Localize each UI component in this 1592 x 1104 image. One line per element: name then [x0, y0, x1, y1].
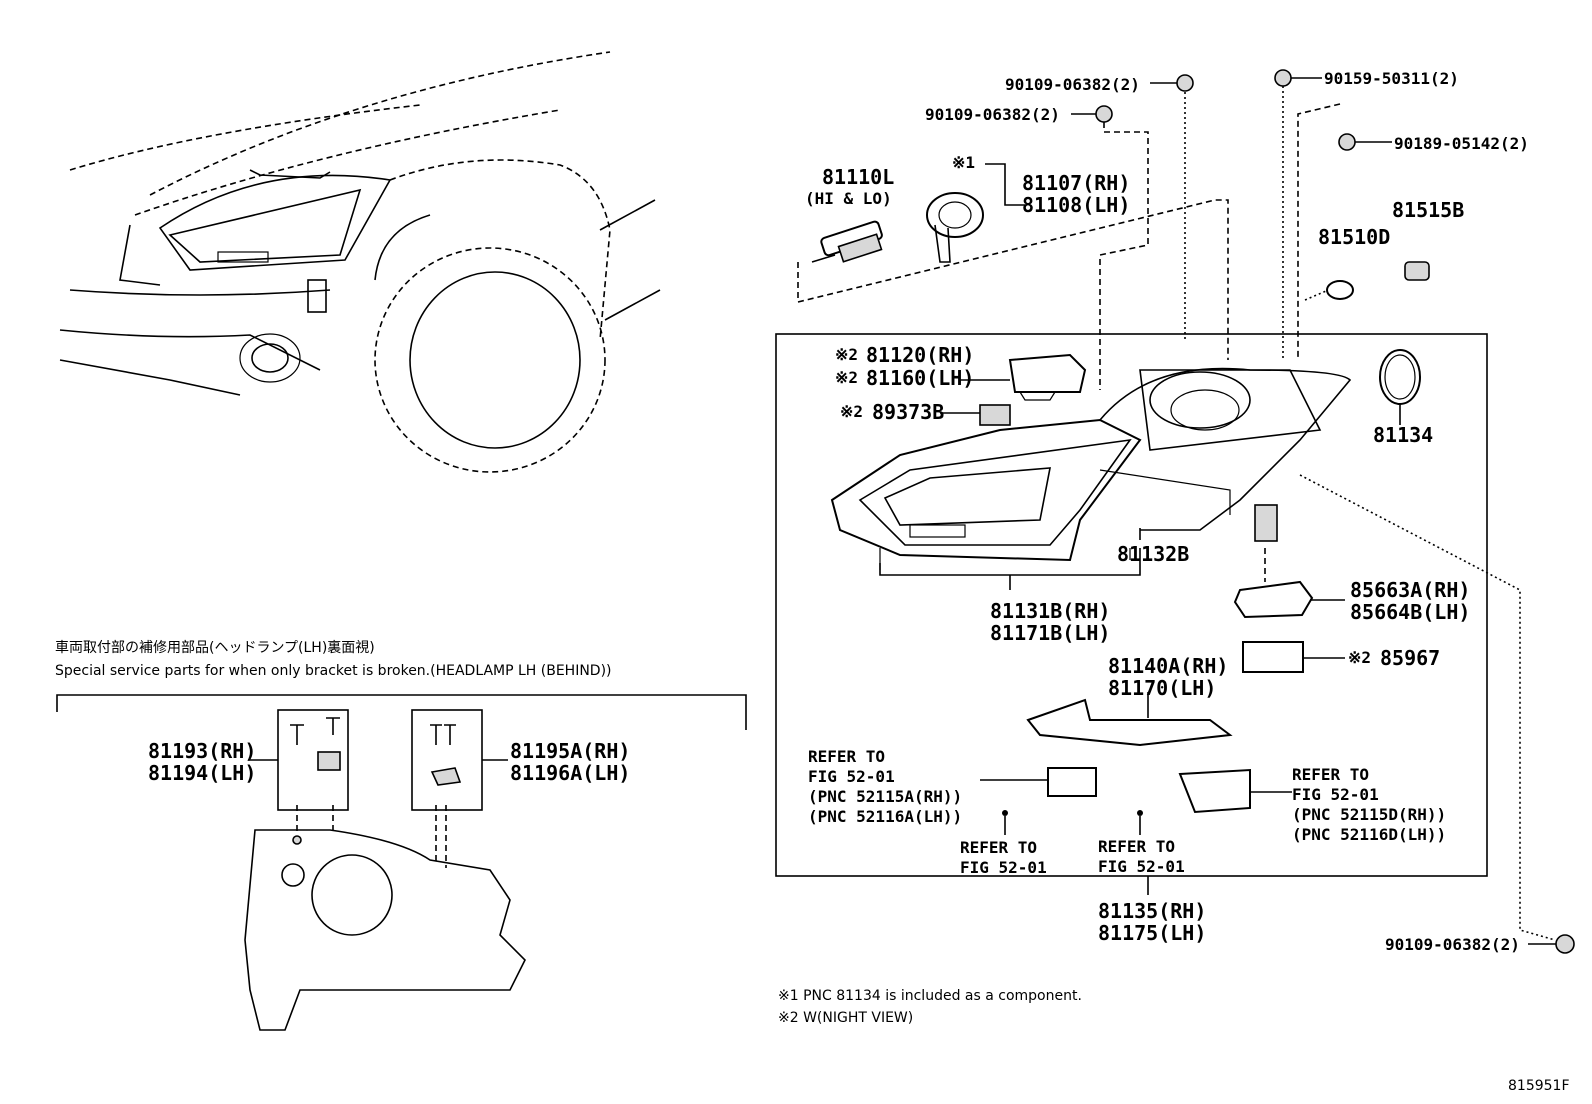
- label-81175: 81175(LH): [1098, 921, 1206, 945]
- label-81515b: 81515B: [1392, 198, 1464, 222]
- label-90189: 90189-05142(2): [1394, 134, 1529, 153]
- label-81510d: 81510D: [1318, 225, 1390, 249]
- label-90109-c: 90109-06382(2): [1385, 935, 1520, 954]
- service-note-en: Special service parts for when only brac…: [55, 663, 612, 679]
- label-81135: 81135(RH): [1098, 899, 1206, 923]
- bracket-left: [1047, 767, 1097, 797]
- ballast-85663a: [1233, 548, 1314, 619]
- refer-bottom-left-1: REFER TO: [960, 838, 1037, 857]
- gasket-81134: [1379, 349, 1421, 405]
- label-81140a: 81140A(RH): [1108, 654, 1228, 678]
- refer-right-line-1: REFER TO: [1292, 765, 1369, 784]
- refer-left-line-2: FIG 52-01: [808, 767, 895, 786]
- connector-89373b: [979, 404, 1011, 426]
- label-85664b: 85664B(LH): [1350, 600, 1470, 624]
- note-mark-2b: ※2: [835, 368, 858, 387]
- label-81193: 81193(RH): [148, 739, 256, 763]
- label-90159: 90159-50311(2): [1324, 69, 1459, 88]
- module-85967: [1242, 641, 1304, 673]
- bolt-icon: [1095, 69, 1356, 390]
- refer-bottom-left-2: FIG 52-01: [960, 858, 1047, 877]
- label-81196a: 81196A(LH): [510, 761, 630, 785]
- label-81110l: 81110L: [822, 165, 894, 189]
- refer-bottom-mid-1: REFER TO: [1098, 837, 1175, 856]
- bolt-icon: [1555, 934, 1575, 954]
- note-mark-1: ※1: [952, 153, 975, 172]
- label-81170: 81170(LH): [1108, 676, 1216, 700]
- label-81195a: 81195A(RH): [510, 739, 630, 763]
- label-81108: 81108(LH): [1022, 193, 1130, 217]
- refer-left-line-1: REFER TO: [808, 747, 885, 766]
- label-85967: 85967: [1380, 646, 1440, 670]
- label-89373b: 89373B: [872, 400, 944, 424]
- bracket-81140a: [1026, 698, 1233, 747]
- refer-right-line-2: FIG 52-01: [1292, 785, 1379, 804]
- label-81120: 81120(RH): [866, 343, 974, 367]
- label-81171b: 81171B(LH): [990, 621, 1110, 645]
- module-81120: [1008, 353, 1087, 401]
- note-mark-2c: ※2: [840, 402, 863, 421]
- vehicle-front-sketch: [59, 51, 661, 473]
- refer-left-line-3: (PNC 52115A(RH)): [808, 787, 962, 806]
- assembly-frame: [775, 333, 1488, 877]
- label-81107: 81107(RH): [1022, 171, 1130, 195]
- cap-81515b: [1404, 261, 1430, 281]
- refer-right-line-4: (PNC 52116D(LH)): [1292, 825, 1446, 844]
- footnote-1: ※1 PNC 81134 is included as a component.: [778, 988, 1082, 1004]
- service-note-jp: 車両取付部の補修用部品(ヘッドランプ(LH)裏面視): [55, 639, 375, 656]
- label-90109-b: 90109-06382(2): [925, 105, 1060, 124]
- label-81134: 81134: [1373, 423, 1433, 447]
- label-85663a: 85663A(RH): [1350, 578, 1470, 602]
- label-90109-a: 90109-06382(2): [1005, 75, 1140, 94]
- screw-icon: [290, 717, 462, 786]
- bulb-81110l: [811, 220, 883, 263]
- label-81160: 81160(LH): [866, 366, 974, 390]
- label-81132b: 81132B: [1117, 542, 1189, 566]
- figure-id: 815951F: [1508, 1078, 1570, 1094]
- label-hi-lo: (HI & LO): [805, 189, 892, 208]
- headlamp-assembly: [830, 367, 1352, 570]
- refer-left-line-4: (PNC 52116A(LH)): [808, 807, 962, 826]
- cap-81510d: [1326, 280, 1354, 300]
- footnote-2: ※2 W(NIGHT VIEW): [778, 1010, 913, 1026]
- bracket-right: [1178, 768, 1251, 814]
- note-mark-2a: ※2: [835, 345, 858, 364]
- headlamp-lh-rear: [244, 829, 526, 1031]
- refer-right-line-3: (PNC 52115D(RH)): [1292, 805, 1446, 824]
- refer-bottom-mid-2: FIG 52-01: [1098, 857, 1185, 876]
- note-mark-2d: ※2: [1348, 648, 1371, 667]
- label-81194: 81194(LH): [148, 761, 256, 785]
- socket-81107: [926, 192, 984, 263]
- label-81131b: 81131B(RH): [990, 599, 1110, 623]
